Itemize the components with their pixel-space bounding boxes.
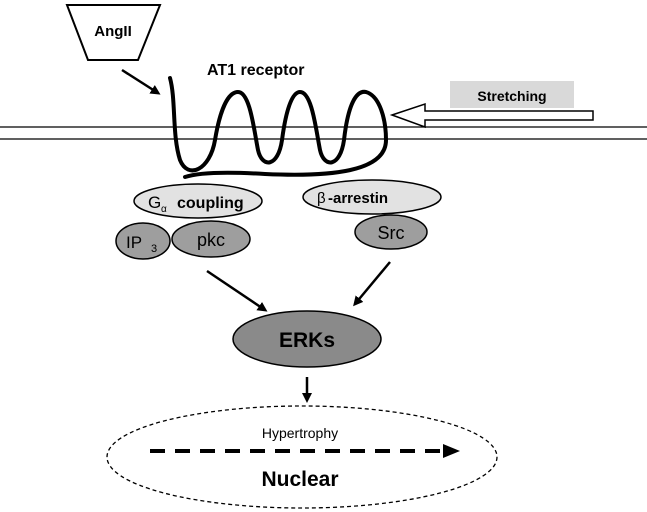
g-symbol: G (148, 193, 161, 212)
ip3-label: IP (126, 233, 142, 252)
nucleus: Hypertrophy Nuclear (106, 405, 498, 509)
receptor-label: AT1 receptor (207, 62, 305, 79)
erks-oval (232, 310, 382, 368)
arrestin-label: -arrestin (328, 190, 388, 207)
angii-ligand: AngII (65, 4, 162, 61)
ip3-oval (115, 222, 171, 260)
g-subscript: α (161, 204, 167, 215)
pkc-node: pkc (171, 220, 251, 258)
src-to-erks-arrow (353, 261, 391, 307)
stretching-arrow (389, 102, 594, 129)
hypertrophy-arrowhead (443, 444, 460, 458)
angii-arrow (121, 68, 161, 95)
src-node: Src (354, 214, 428, 250)
erks-node: ERKs (232, 310, 382, 368)
erks-label: ERKs (279, 329, 335, 352)
arrestin-oval (302, 179, 442, 215)
pkc-label: pkc (197, 230, 225, 250)
at1-receptor-helix (168, 76, 388, 179)
hypertrophy-label: Hypertrophy (262, 425, 338, 441)
g-alpha-coupling: G α coupling (133, 183, 263, 219)
ip3-subscript: 3 (151, 243, 157, 255)
src-label: Src (378, 223, 405, 243)
angii-label: AngII (94, 23, 132, 40)
stretching-box (450, 81, 574, 108)
stretching-stimulus: Stretching (450, 81, 574, 108)
pkc-oval (171, 220, 251, 258)
ip3-node: IP 3 (115, 222, 171, 260)
angii-shape (65, 4, 162, 61)
nucleus-label: Nuclear (261, 468, 338, 491)
pkc-to-erks-arrow (206, 269, 268, 312)
stretching-label: Stretching (477, 88, 546, 104)
g-coupling-oval (133, 183, 263, 219)
g-coupling-label: coupling (177, 195, 244, 212)
beta-symbol: β (317, 190, 326, 207)
nucleus-boundary (106, 405, 498, 509)
src-oval (354, 214, 428, 250)
beta-arrestin: β -arrestin (302, 179, 442, 215)
